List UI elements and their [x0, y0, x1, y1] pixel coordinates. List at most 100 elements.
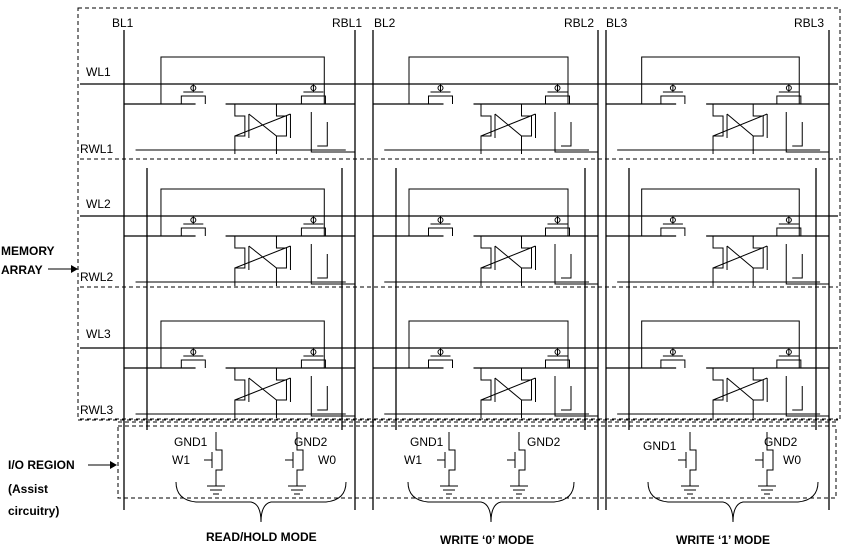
cell-2-1-read-tr — [317, 254, 328, 279]
cell-3-2-read-tr — [561, 386, 572, 411]
cell-3-3-read-tr — [792, 386, 803, 411]
cell-1-2-access-bubble-1 — [437, 85, 444, 91]
cell-1-3-access-bubble-2 — [785, 85, 792, 91]
cell-2-1-inverter-2 — [275, 236, 287, 286]
assist3-footer-1 — [689, 432, 697, 486]
cell-3-1-access-bubble-1 — [190, 349, 197, 355]
mode-write0-label: WRITE ‘0’ MODE — [440, 533, 534, 546]
cell-3-1-cross-b — [234, 377, 291, 401]
cell-3-2-top-loop — [408, 320, 569, 368]
io-region-label-line3: circuitry) — [8, 504, 59, 518]
cell-3-1-access-tr-1 — [180, 359, 206, 368]
cell-2-3-inverter-1 — [712, 236, 724, 286]
cell-1-1-inverter-2 — [275, 104, 287, 154]
cell-1-1-access-tr-2 — [300, 95, 326, 104]
cell-3-3-access-tr-1 — [660, 359, 686, 368]
cell-2-3-cross-b — [712, 245, 768, 269]
cell-1-2-top-loop — [408, 56, 569, 104]
cell-3-3-cross-b — [712, 377, 768, 401]
rbl1-label: RBL1 — [332, 16, 362, 30]
cell-3-3-top-loop — [641, 320, 800, 368]
io-region-label-line2: (Assist — [8, 482, 48, 496]
cell-2-3-access-bubble-1 — [669, 217, 676, 223]
cell-1-2-inverter-1 — [480, 104, 492, 154]
assist1-gnd2-label: GND2 — [294, 435, 328, 449]
assist3-gnd2-label: GND2 — [764, 435, 798, 449]
cell-1-3-read-tr — [792, 122, 803, 147]
cell-2-3-access-tr-1 — [660, 227, 686, 236]
assist2-gnd2-label: GND2 — [527, 435, 561, 449]
cell-2-2-access-bubble-2 — [554, 217, 561, 223]
cell-3-1-access-tr-2 — [300, 359, 326, 368]
rbl3-label: RBL3 — [794, 16, 824, 30]
cell-1-1-top-loop — [160, 56, 325, 104]
rwl2-label: RWL2 — [80, 270, 113, 284]
cell-1-3-access-tr-2 — [776, 95, 802, 104]
cell-1-3-cross-b — [712, 113, 768, 137]
cell-1-1-read-tr — [317, 122, 328, 147]
cell-3-3-access-tr-2 — [776, 359, 802, 368]
wl1-label: WL1 — [86, 65, 111, 79]
cell-2-3-top-loop — [641, 188, 800, 236]
mode-write1-label: WRITE ‘1’ MODE — [676, 533, 770, 546]
rwl1-label: RWL1 — [80, 142, 113, 156]
cell-3-2-access-bubble-2 — [554, 349, 561, 355]
cell-1-2-access-tr-1 — [428, 95, 453, 104]
mode-brace-2 — [407, 481, 575, 523]
cell-1-3-read-path — [785, 112, 829, 153]
cell-2-2-inverter-1 — [480, 236, 492, 286]
memory-array-label-line2: ARRAY — [1, 263, 43, 277]
cell-2-1-access-tr-1 — [180, 227, 206, 236]
cell-2-1-cross-b — [234, 245, 291, 269]
cell-1-1-access-tr-1 — [180, 95, 206, 104]
memory-array-border — [77, 7, 841, 421]
assist1-w0-label: W0 — [318, 453, 336, 467]
assist1-gnd1-label: GND1 — [174, 435, 208, 449]
cell-3-3-access-bubble-1 — [669, 349, 676, 355]
assist2-w1-label: W1 — [404, 453, 422, 467]
cell-2-3-access-bubble-2 — [785, 217, 792, 223]
wl3-label: WL3 — [86, 327, 111, 341]
cell-2-3-read-tr — [792, 254, 803, 279]
rwl3-label: RWL3 — [80, 403, 113, 417]
cell-2-2-access-bubble-1 — [437, 217, 444, 223]
cell-1-3-inverter-2 — [752, 104, 764, 154]
assist2-gnd1-label: GND1 — [410, 435, 444, 449]
cell-2-2-top-loop — [408, 188, 569, 236]
assist2-footer-2 — [518, 432, 526, 486]
cell-1-1-cross-b — [234, 113, 291, 137]
circuit-wiring — [80, 30, 838, 523]
bl3-label: BL3 — [606, 16, 628, 30]
cell-3-1-read-tr — [317, 386, 328, 411]
cell-3-2-inverter-1 — [480, 368, 492, 418]
cell-2-2-cross-b — [480, 245, 536, 269]
cell-2-2-read-path — [554, 244, 598, 285]
cell-1-1-read-path — [310, 112, 355, 153]
cell-3-2-cross-b — [480, 377, 536, 401]
cell-2-1-inverter-1 — [234, 236, 246, 286]
cell-1-2-read-path — [554, 112, 598, 153]
cell-3-2-access-tr-2 — [545, 359, 570, 368]
cell-3-2-access-tr-1 — [428, 359, 453, 368]
io-region-label-line1: I/O REGION — [8, 458, 75, 472]
cell-1-2-access-bubble-2 — [554, 85, 561, 91]
cell-1-3-access-bubble-1 — [669, 85, 676, 91]
cell-3-2-inverter-2 — [521, 368, 532, 418]
cell-3-2-access-bubble-1 — [437, 349, 444, 355]
cell-1-2-cross-b — [480, 113, 536, 137]
cell-2-2-inverter-2 — [521, 236, 532, 286]
cell-1-3-inverter-1 — [712, 104, 724, 154]
wl2-label: WL2 — [86, 197, 111, 211]
io-region-arrowhead — [110, 461, 117, 469]
cell-2-3-access-tr-2 — [776, 227, 802, 236]
cell-1-1-inverter-1 — [234, 104, 246, 154]
bl2-label: BL2 — [374, 16, 396, 30]
assist3-gnd1-label: GND1 — [643, 439, 677, 453]
cell-1-2-inverter-2 — [521, 104, 532, 154]
memory-array-arrowhead — [71, 265, 78, 273]
cell-2-1-access-tr-2 — [300, 227, 326, 236]
cell-1-2-access-tr-2 — [545, 95, 570, 104]
cell-2-1-access-bubble-1 — [190, 217, 197, 223]
cell-2-3-inverter-2 — [752, 236, 764, 286]
